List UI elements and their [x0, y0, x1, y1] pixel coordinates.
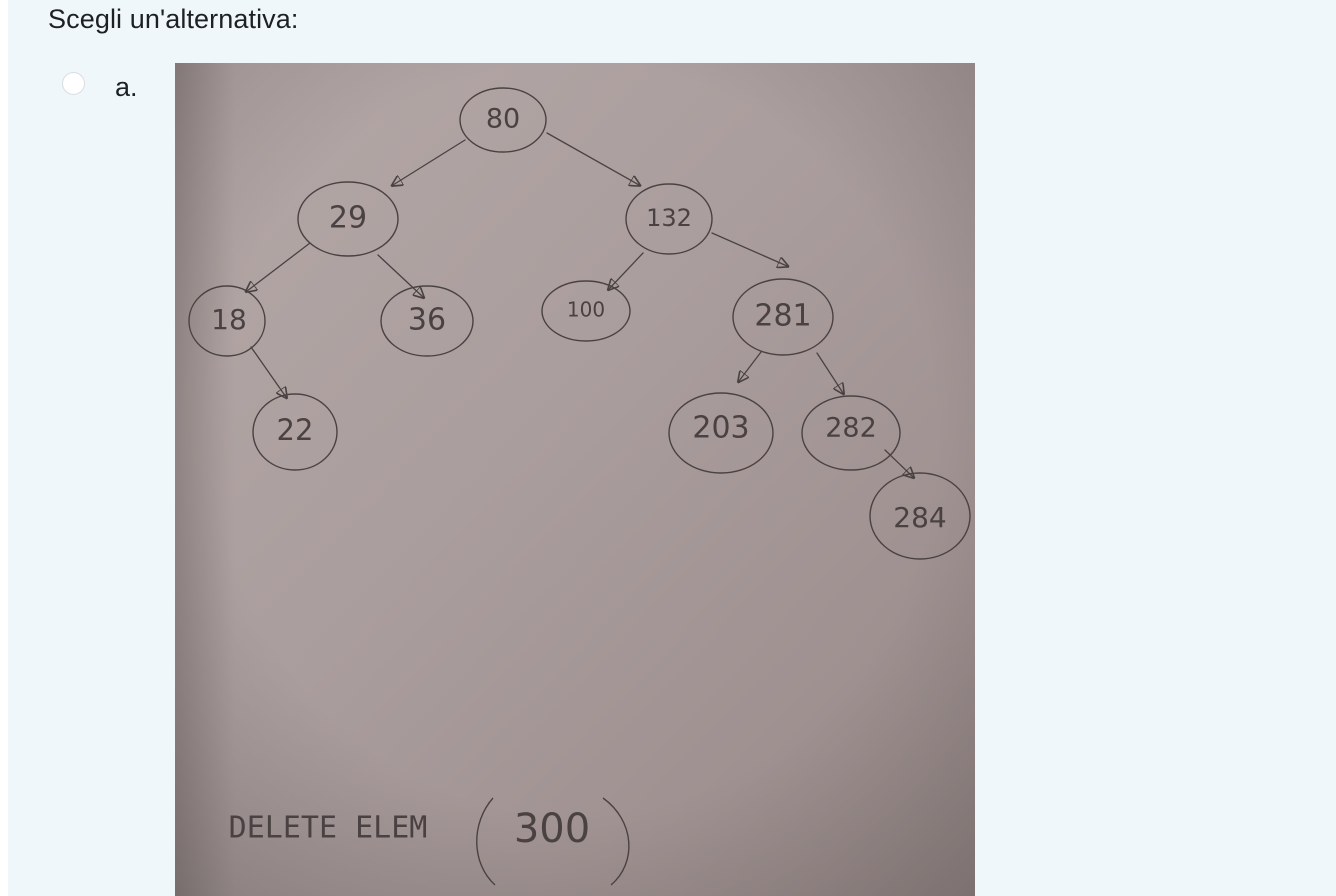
edge-132-100 [609, 252, 644, 289]
node-29-circle [297, 181, 399, 257]
question-prompt: Scegli un'alternativa: [48, 4, 299, 34]
node-282-label: 282 [825, 413, 877, 444]
node-22-label: 22 [277, 413, 314, 447]
option-a-image[interactable]: 80 29 132 18 36 100 281 22 203 282 284 D… [175, 63, 975, 896]
node-282-circle [801, 395, 901, 471]
caption-text: DELETE ELEM [229, 811, 428, 846]
node-284-circle [869, 472, 971, 560]
node-132-circle [625, 183, 713, 255]
node-18-label: 18 [211, 303, 247, 336]
answer-panel: Scegli un'alternativa: a. [8, 0, 1336, 896]
option-a-radio[interactable] [62, 72, 85, 95]
node-100-label: 100 [567, 298, 605, 322]
edge-18-22 [250, 346, 286, 397]
edge-281-282 [816, 352, 843, 393]
edge-80-29 [393, 139, 466, 185]
edge-132-281 [711, 232, 787, 266]
node-203-label: 203 [692, 411, 749, 446]
node-18-circle [188, 285, 266, 357]
paren-right [602, 797, 630, 886]
node-80-label: 80 [486, 104, 520, 135]
node-29-label: 29 [329, 201, 367, 236]
paren-left [476, 797, 496, 886]
caption-value: 300 [514, 806, 590, 852]
option-a-letter[interactable]: a. [115, 72, 138, 102]
edge-29-36 [377, 254, 423, 297]
node-284-label: 284 [893, 501, 946, 534]
edge-29-18 [247, 242, 311, 291]
edge-281-203 [739, 351, 762, 381]
edge-282-284 [884, 449, 913, 477]
node-36-label: 36 [408, 303, 446, 338]
node-100-circle [541, 280, 631, 342]
node-281-label: 281 [754, 299, 811, 334]
edge-80-132 [546, 132, 639, 185]
node-80-circle [459, 87, 547, 153]
node-36-circle [380, 285, 474, 357]
node-132-label: 132 [646, 204, 692, 232]
node-22-circle [252, 393, 338, 471]
node-281-circle [732, 278, 834, 356]
node-203-circle [668, 392, 774, 474]
